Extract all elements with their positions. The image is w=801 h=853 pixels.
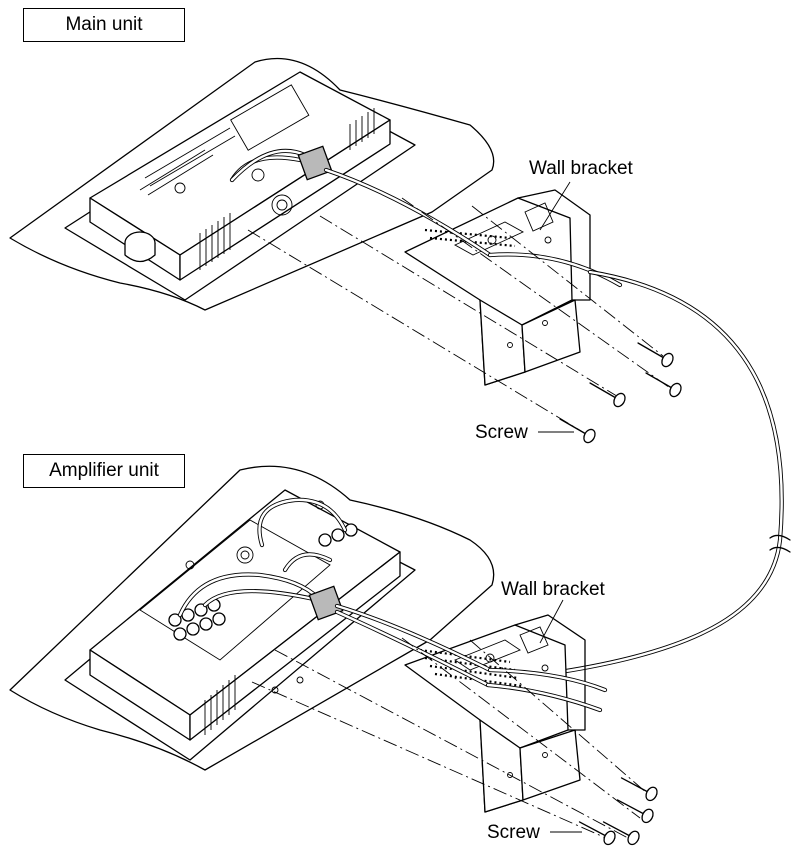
main-unit-label: Main unit: [23, 8, 185, 42]
leader-wall-bracket-top: [539, 181, 571, 231]
leader-wall-bracket-bottom: [539, 599, 564, 644]
mounting-surface-bottom: [9, 465, 495, 771]
main-unit-drawing: [64, 71, 416, 301]
screw-top-label: Screw: [475, 422, 528, 443]
connector-box-top: [297, 145, 333, 181]
wall-bracket-top-drawing: [404, 189, 591, 386]
mounting-surface-top: [9, 57, 495, 311]
connecting-cable: [557, 269, 784, 675]
screw-bottom-label: Screw: [487, 822, 540, 843]
wall-bracket-top-label: Wall bracket: [529, 158, 633, 179]
screws-bottom: [578, 777, 658, 846]
wall-bracket-bottom-label: Wall bracket: [501, 579, 605, 600]
screws-top: [559, 342, 682, 444]
rca-jacks: [168, 523, 358, 641]
connector-box-bottom: [308, 585, 344, 621]
amplifier-unit-drawing: [64, 489, 416, 761]
amplifier-unit-label: Amplifier unit: [23, 454, 185, 488]
